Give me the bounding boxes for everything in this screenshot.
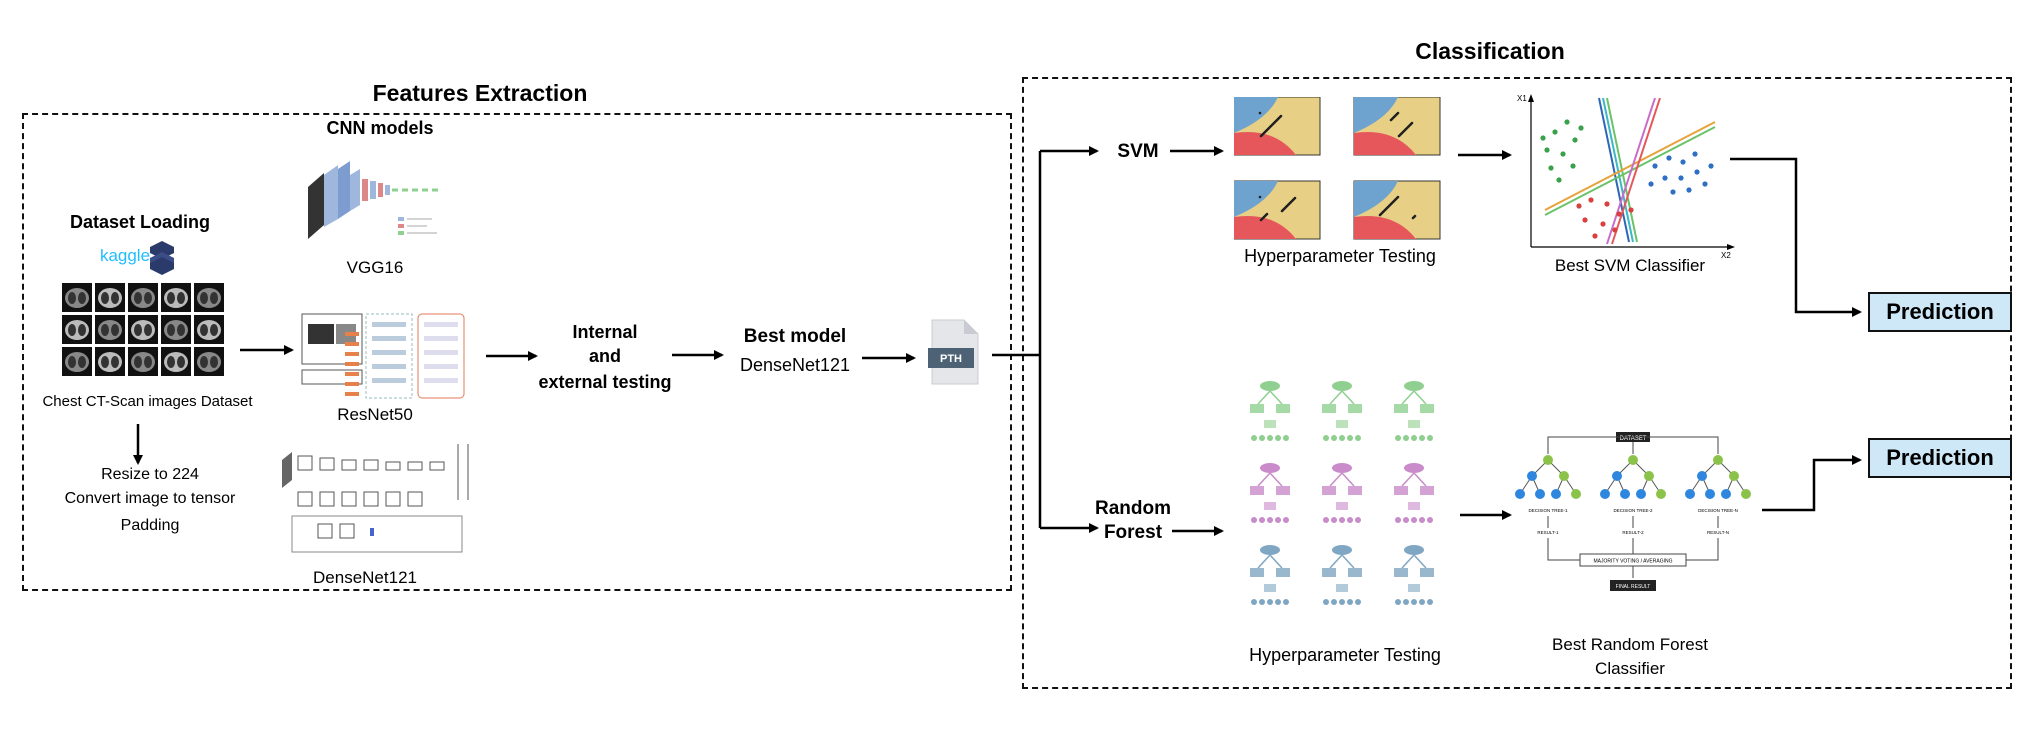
svm-prediction-box: Prediction xyxy=(1868,292,2012,332)
rf-final-label: FINAL RESULT xyxy=(1616,584,1651,590)
database-icon xyxy=(150,241,174,275)
vgg16-architecture-thumbnail xyxy=(308,161,442,239)
pth-file-icon xyxy=(928,319,979,385)
rf-hyperparameter-trees xyxy=(1250,381,1434,605)
rf-tree-n-label: DECISION TREE-N xyxy=(1698,508,1738,513)
rf-tree-2-label: DECISION TREE-2 xyxy=(1614,508,1653,513)
preprocess-tensor: Convert image to tensor xyxy=(64,490,236,507)
best-model-name: DenseNet121 xyxy=(739,355,851,375)
kaggle-logo: kaggle xyxy=(99,246,151,265)
best-model-title: Best model xyxy=(743,326,847,347)
classification-title: Classification xyxy=(1415,38,1565,64)
rf-result-2-label: RESULT-2 xyxy=(1622,530,1644,535)
svm-classifier-plot: X1 X2 xyxy=(1517,94,1735,260)
random-forest-label-1: Random xyxy=(1095,498,1171,519)
preprocess-resize: Resize to 224 xyxy=(101,466,199,483)
classification-box xyxy=(1022,77,2012,689)
rf-dataset-label: DATASET xyxy=(1620,436,1647,442)
resnet50-label: ResNet50 xyxy=(337,405,413,424)
rf-ensemble-diagram: DATASET DECISION TREE-1 DECISION TREE-2 … xyxy=(1515,432,1751,591)
features-extraction-box xyxy=(22,113,1012,591)
rf-result-n-label: RESULT-N xyxy=(1707,530,1729,535)
rf-voting-label: MAJORITY VOTING / AVERAGING xyxy=(1594,559,1673,565)
svm-axis-x2: X2 xyxy=(1721,251,1731,260)
rf-result-1-label: RESULT-1 xyxy=(1537,530,1559,535)
dataset-caption: Chest CT-Scan images Dataset xyxy=(42,393,253,410)
rf-tree-1-label: DECISION TREE-1 xyxy=(1529,508,1568,513)
testing-line-2: and xyxy=(588,346,621,366)
rf-best-label-1: Best Random Forest xyxy=(1552,635,1708,654)
svm-label: SVM xyxy=(1117,141,1159,162)
svm-hyperparameter-plots xyxy=(1234,97,1441,240)
pth-label: PTH xyxy=(940,353,962,365)
resnet50-architecture-thumbnail xyxy=(301,313,465,399)
svm-hyperparameter-label: Hyperparameter Testing xyxy=(1244,246,1436,266)
features-title: Features Extraction xyxy=(372,80,588,106)
rf-best-label-2: Classifier xyxy=(1595,659,1665,678)
dataset-loading-title: Dataset Loading xyxy=(69,212,211,232)
rf-hyperparameter-label: Hyperparameter Testing xyxy=(1249,645,1441,665)
random-forest-label-2: Forest xyxy=(1103,522,1163,543)
ct-scan-image-grid xyxy=(62,283,224,376)
testing-line-3: external testing xyxy=(538,372,672,392)
cnn-models-title: CNN models xyxy=(326,118,434,138)
densenet121-architecture-thumbnail xyxy=(282,444,469,553)
vgg16-label: VGG16 xyxy=(346,258,404,277)
svm-axis-x1: X1 xyxy=(1517,94,1527,103)
preprocess-padding: Padding xyxy=(120,517,180,534)
svm-best-label: Best SVM Classifier xyxy=(1554,256,1706,275)
rf-prediction-box: Prediction xyxy=(1868,438,2012,478)
testing-line-1: Internal xyxy=(572,322,638,342)
densenet121-label: DenseNet121 xyxy=(313,568,417,587)
